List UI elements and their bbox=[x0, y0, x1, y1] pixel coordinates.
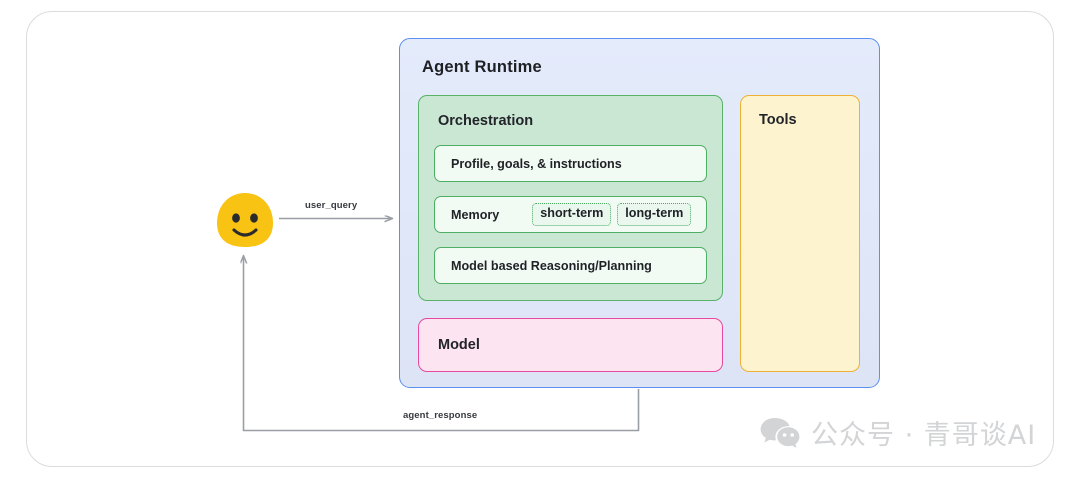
memory-chip-short-term[interactable]: short-term bbox=[532, 203, 612, 226]
orchestration-row-label: Model based Reasoning/Planning bbox=[451, 258, 652, 273]
smiley-right-eye bbox=[250, 213, 258, 223]
smiley-left-eye bbox=[232, 213, 240, 223]
user-avatar bbox=[217, 193, 273, 247]
orchestration-row-label: Profile, goals, & instructions bbox=[451, 156, 622, 171]
orchestration-row-memory[interactable]: Memory short-term long-term bbox=[434, 196, 707, 233]
smiley-face-icon bbox=[217, 193, 273, 247]
orchestration-container: Orchestration Profile, goals, & instruct… bbox=[418, 95, 723, 301]
tools-container[interactable]: Tools bbox=[740, 95, 860, 372]
smiley-mouth bbox=[232, 228, 258, 237]
orchestration-row-profile[interactable]: Profile, goals, & instructions bbox=[434, 145, 707, 182]
orchestration-title: Orchestration bbox=[438, 113, 534, 129]
model-container[interactable]: Model bbox=[418, 318, 723, 372]
memory-chip-long-term[interactable]: long-term bbox=[617, 203, 692, 226]
watermark-text: 公众号 · 青哥谈AI bbox=[811, 420, 1037, 451]
tools-label: Tools bbox=[759, 112, 797, 128]
memory-chip-group: short-term long-term bbox=[532, 203, 692, 226]
model-label: Model bbox=[438, 337, 480, 353]
edge-label-agent-response: agent_response bbox=[403, 410, 478, 421]
watermark: 公众号 · 青哥谈AI bbox=[760, 413, 1036, 452]
orchestration-row-label: Memory bbox=[451, 207, 500, 222]
agent-runtime-title: Agent Runtime bbox=[422, 58, 542, 76]
edge-label-user-query: user_query bbox=[305, 200, 358, 211]
wechat-icon bbox=[760, 418, 800, 448]
orchestration-row-reasoning[interactable]: Model based Reasoning/Planning bbox=[434, 247, 707, 284]
